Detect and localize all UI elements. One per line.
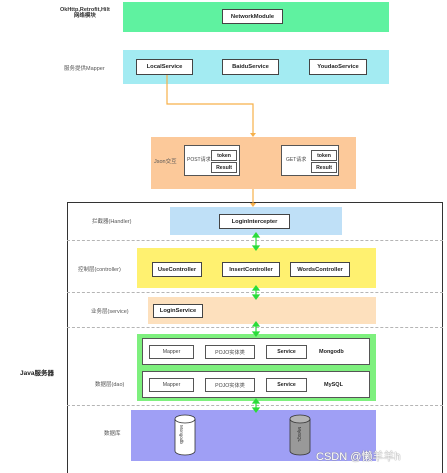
mysql-db-label: MySQL — [324, 382, 343, 388]
network-label-line1: OkHttp,Retrofit,Hilt — [60, 7, 110, 13]
mongodb-cylinder: Mongodb — [174, 414, 196, 456]
watermark-text: CSDN @懒羊羊h — [316, 451, 401, 463]
dao-row-mongodb: Mapper POJO实体类 Service Mongodb — [142, 338, 370, 365]
divider-3 — [67, 327, 443, 328]
handler-label: 拦截器(Handler) — [92, 219, 132, 225]
words-controller-box[interactable]: WordsController — [290, 262, 350, 277]
insert-controller-box[interactable]: InsertController — [222, 262, 280, 277]
mongodb-db-label: Mongodb — [319, 349, 344, 355]
database-band — [131, 410, 376, 461]
mysql-cylinder: MySQL — [289, 414, 311, 456]
get-request-label: GET请求 — [286, 157, 307, 163]
service-provider-label: 服务提供Mapper — [64, 66, 105, 72]
json-label: Json交互 — [154, 159, 177, 165]
baidu-service-box[interactable]: BaiduService — [222, 59, 279, 75]
login-intercepter-box[interactable]: LoginIntercepter — [219, 214, 290, 229]
get-token-cell: token — [311, 150, 337, 161]
network-band-label: OkHttp,Retrofit,Hilt 网络模块 — [60, 7, 110, 19]
post-token-cell: token — [211, 150, 237, 161]
get-result-cell: Result — [311, 162, 337, 173]
database-label: 数据库 — [104, 431, 121, 437]
service-label: 业务层(service) — [91, 309, 129, 315]
mysql-pojo-cell: POJO实体类 — [205, 378, 255, 392]
divider-1 — [67, 240, 443, 241]
post-request-label: POST请求 — [187, 157, 211, 163]
dao-label: 数据层(dao) — [95, 382, 125, 388]
mongodb-cylinder-icon — [174, 414, 196, 456]
get-request-group[interactable]: GET请求 token Result — [281, 145, 339, 176]
login-service-box[interactable]: LoginService — [153, 304, 203, 318]
controller-label: 控制层(controller) — [78, 267, 121, 273]
divider-2 — [67, 292, 443, 293]
mysql-cylinder-icon — [289, 414, 311, 456]
divider-4 — [67, 405, 443, 406]
java-server-label: Java服务器 — [20, 370, 54, 377]
mysql-service-cell: Service — [266, 378, 307, 392]
java-server-frame — [67, 202, 443, 473]
network-module-box[interactable]: NetworkModule — [222, 9, 283, 24]
mongodb-mapper-cell: Mapper — [149, 345, 194, 359]
local-service-box[interactable]: LocalService — [136, 59, 193, 75]
post-result-cell: Result — [211, 162, 237, 173]
youdao-service-box[interactable]: YoudaoService — [309, 59, 367, 75]
use-controller-box[interactable]: UseController — [152, 262, 202, 277]
dao-row-mysql: Mapper POJO实体类 Service MySQL — [142, 371, 370, 398]
mongodb-pojo-cell: POJO实体类 — [205, 345, 255, 359]
mongodb-service-cell: Service — [266, 345, 307, 359]
post-request-group[interactable]: POST请求 token Result — [184, 145, 240, 176]
mysql-mapper-cell: Mapper — [149, 378, 194, 392]
network-label-line2: 网络模块 — [73, 13, 96, 20]
